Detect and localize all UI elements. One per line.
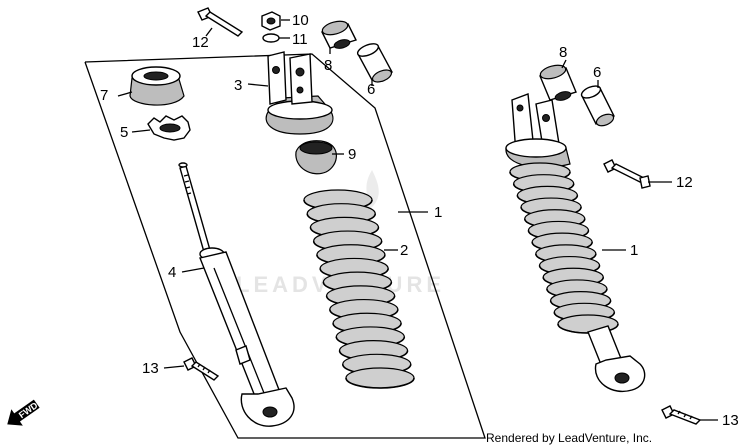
callout-13-left: 13 [142, 360, 159, 377]
leader-lines [117, 19, 718, 421]
callout-7: 7 [100, 87, 108, 104]
callout-12-right: 12 [676, 174, 693, 191]
credit-text: Rendered by LeadVenture, Inc. [486, 431, 652, 445]
coil-spring [303, 189, 415, 389]
callout-6-right: 6 [593, 64, 601, 81]
callout-3: 3 [234, 77, 242, 94]
bump-rubber [295, 140, 337, 175]
spring-seat [129, 66, 185, 106]
callout-8-right: 8 [559, 44, 567, 61]
callout-5: 5 [120, 124, 128, 141]
bushing-8-right [539, 64, 577, 101]
shock-absorber-assembly [505, 93, 646, 393]
callout-11: 11 [292, 31, 308, 48]
callout-13-right: 13 [722, 412, 739, 429]
damper-rod [178, 162, 225, 261]
upper-mount-bracket [265, 51, 334, 135]
callout-1-right: 1 [630, 242, 638, 259]
collar-6-upper [356, 43, 393, 83]
bushing-8-upper [321, 20, 357, 49]
washer [262, 33, 280, 43]
callout-6-upper: 6 [367, 81, 375, 98]
callout-10: 10 [292, 12, 309, 29]
damper-body [199, 251, 295, 427]
fwd-label: FWD [17, 400, 40, 420]
callout-9: 9 [348, 146, 356, 163]
fwd-arrow-icon: FWD [7, 399, 40, 426]
callout-4: 4 [168, 264, 176, 281]
assembly-boundary [84, 53, 486, 439]
bolt-right-upper [603, 159, 651, 189]
bolt-lower-left [183, 357, 220, 381]
stopper-ring [147, 115, 191, 141]
callout-12-top: 12 [192, 34, 209, 51]
collar-6-right [580, 85, 615, 127]
callout-2: 2 [400, 242, 408, 259]
callout-1-left: 1 [434, 204, 442, 221]
bolt-upper-left [197, 7, 244, 37]
bolt-right-lower [661, 405, 702, 425]
nut [261, 11, 281, 31]
callout-8-upper: 8 [324, 57, 332, 74]
flame-logo-icon [366, 170, 379, 212]
